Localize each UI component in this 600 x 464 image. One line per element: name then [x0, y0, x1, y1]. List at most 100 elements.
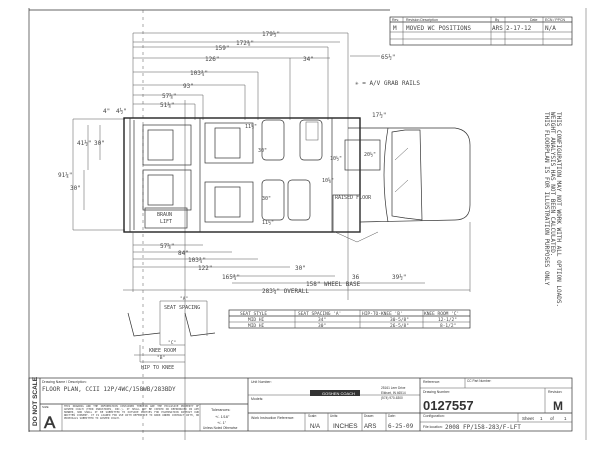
wheelchair-position — [204, 122, 254, 164]
units-label: Units: — [330, 414, 338, 418]
table-cell: MID HI — [248, 317, 265, 323]
dim-b39: 39½" — [392, 274, 406, 281]
dim-b103: 103¾" — [188, 257, 206, 264]
dim-159: 159" — [215, 45, 229, 52]
dim-30-lower: 30" — [70, 185, 81, 192]
tolerance-note: Unless Noted Otherwise — [203, 426, 238, 430]
rev-cell: M — [393, 25, 397, 32]
bus-body — [123, 117, 471, 243]
revision-label: Revision: — [548, 390, 562, 394]
passenger-seat — [261, 119, 285, 161]
label-a: "A" — [180, 296, 188, 302]
table-cell: 12-1/2" — [438, 317, 457, 323]
drawing-name: FLOOR PLAN, CCII 12P/4WC/158WB/283BDY — [42, 386, 176, 393]
braun-lift — [144, 207, 188, 229]
seat-spacing-table: SEAT STYLE SEAT SPACING 'A' HIP-TO-KNEE … — [228, 309, 471, 329]
top-dimensions: 179½" 172⅜" 159" 126" 34" 103¾" 93" 57⅝"… — [103, 31, 395, 300]
proprietary-text: THIS DRAWING AND THE INFORMATION CONTAIN… — [64, 405, 199, 421]
seat-spacing-label: SEAT SPACING — [164, 305, 200, 311]
work-instruction-label: Work Instruction Reference: — [251, 416, 294, 420]
dim-93: 93" — [183, 83, 194, 90]
tolerance-2: +/- 1" — [217, 421, 227, 425]
file-location: 2008 FP/158-283/F-LFT — [445, 424, 521, 431]
dim-51: 51⅛" — [160, 102, 174, 109]
raised-floor-label: RAISED FLOOR — [335, 195, 372, 201]
drawn-value: ARS — [364, 424, 376, 430]
col-header: SEAT STYLE — [240, 311, 267, 317]
dim-91: 91¼" — [58, 172, 72, 179]
unit-number-label: Unit Number: — [251, 380, 272, 384]
dim-b57: 57⅝" — [160, 243, 174, 250]
size-value: A — [44, 413, 56, 432]
dim-17: 17½" — [372, 112, 386, 119]
grab-rail-legend: ✳ = A/V GRAB RAILS — [355, 80, 420, 87]
wheel-base-dim: 158" WHEEL BASE — [306, 281, 361, 288]
table-cell: 30-5/8" — [390, 317, 409, 323]
col-header: SEAT SPACING 'A' — [298, 311, 341, 317]
address-line: (574) 970-6300 — [381, 396, 403, 400]
note-line: WEIGHT ANALYSIS HAS NOT BEEN CALCULATED. — [549, 112, 556, 257]
col-header: KNEE ROOM 'C' — [424, 311, 459, 317]
overall-dim: 283¼" OVERALL — [262, 288, 309, 295]
date-header: Date — [530, 18, 537, 22]
dim-30-upper: 30" — [94, 140, 105, 147]
by-cell: ARS — [492, 25, 503, 32]
table-cell: 34" — [318, 317, 326, 323]
illustration-note: THIS FLOORPLAN IS FOR ILLUSTRATION PURPO… — [543, 112, 562, 307]
dim-34: 34" — [303, 56, 314, 63]
dim-57: 57⅝" — [162, 93, 176, 100]
note-line: THIS FLOORPLAN IS FOR ILLUSTRATION PURPO… — [543, 112, 550, 286]
dim-b165: 165¾" — [222, 274, 240, 281]
table-cell: MID HI — [248, 323, 265, 329]
tolerances-label: Tolerances: — [211, 408, 230, 412]
dim-b30: 30" — [295, 265, 306, 272]
units-value: INCHES — [333, 423, 358, 430]
dim-4: 4" — [103, 108, 110, 115]
reference-label: Reference: — [423, 380, 440, 384]
proprietary-notice: THIS DRAWING AND THE INFORMATION CONTAIN… — [64, 405, 199, 421]
date-label: Date: — [388, 414, 396, 418]
passenger-seat — [261, 179, 285, 221]
drawn-label: Drawn: — [364, 414, 374, 418]
scale-value: N/A — [310, 424, 320, 430]
drawing-number: 0127557 — [423, 398, 474, 413]
dim-11-upper: 11½" — [245, 123, 257, 130]
note-line: THIS CONFIGURATION MAY NOT WORK WITH ALL… — [555, 112, 562, 307]
bottom-dimensions: 57⅝" 84" 103¾" 122" 30" 165¾" 36 39½" 15… — [123, 222, 471, 295]
size-label: SIZE — [42, 405, 49, 409]
wheelchair-position — [204, 181, 254, 223]
dim-103: 103¾" — [190, 70, 208, 77]
dim-41: 41½" — [77, 140, 91, 147]
label-b: "B" — [157, 355, 165, 361]
ecn-cell: N/A — [545, 25, 556, 32]
wheelchair-position — [142, 169, 192, 211]
lift-label: BRAUN — [157, 212, 172, 218]
sheet-total: 1 — [564, 416, 567, 421]
passenger-seat — [287, 179, 311, 221]
ecn-header: ECN / PPCN — [545, 18, 566, 22]
by-header: By — [495, 18, 499, 22]
dim-b84: 84" — [178, 250, 189, 257]
hip-to-knee-label: HIP TO KNEE — [141, 365, 174, 371]
goshen-logo — [310, 390, 360, 396]
table-cell: 8-1/2" — [440, 323, 456, 329]
configuration-label: Configuration: — [423, 414, 445, 418]
desc-header: Revision Description — [406, 18, 438, 22]
logo-text: GOSHEN COACH — [322, 391, 355, 396]
dim-179: 179½" — [262, 31, 280, 38]
file-location-label: File location: — [423, 425, 443, 429]
cc-part-label: CC Part Number: — [467, 379, 492, 383]
dim-11-lower: 11½" — [262, 219, 274, 226]
sheet-label: Sheet — [522, 416, 535, 421]
dim-172: 172⅜" — [236, 40, 254, 47]
dim-30-int-lower: 30" — [262, 196, 271, 202]
rev-header: Rev. — [392, 18, 399, 22]
do-not-scale: DO NOT SCALE — [32, 376, 39, 426]
desc-cell: MOVED WC POSITIONS — [406, 25, 471, 32]
dim-126: 126" — [205, 56, 219, 63]
left-dimensions: 91¼" 41½" 30" 30" — [58, 118, 125, 231]
dim-b36: 36 — [352, 274, 360, 281]
passenger-seat — [299, 119, 323, 161]
wheelchair-position — [142, 124, 192, 166]
title-block: DO NOT SCALE Drawing Name / Description:… — [28, 376, 573, 432]
